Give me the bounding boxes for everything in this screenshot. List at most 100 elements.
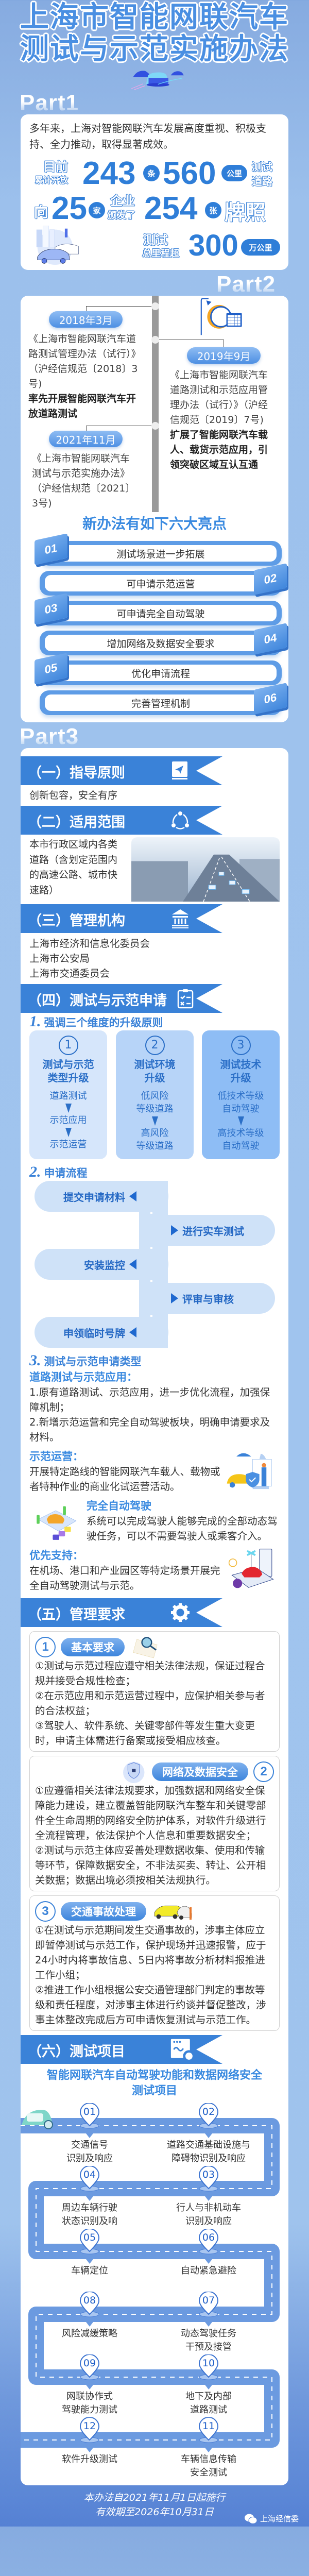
test-item-number: 01 [83, 2106, 96, 2117]
type-text: 1.原有道路测试、示范应用，进一步优化流程，加强保障机制； 2.新增示范运营和完… [29, 1386, 270, 1443]
section-title: （一）指导原则 [28, 765, 125, 781]
test-item-number: 02 [202, 2106, 215, 2117]
requirement-header: 3 交通事故处理 [35, 1900, 274, 1923]
subheading-types: 3.测试与示范申请类型 [21, 1352, 288, 1369]
section-guiding-principles: （一）指导原则 [21, 756, 222, 785]
column-number: 3 [231, 1036, 251, 1055]
arrow-down-icon [151, 1116, 158, 1126]
map-pin-icon: 06 [198, 2228, 219, 2255]
authorities-list: 上海市经济和信息化委员会 上海市公安局 上海市交通委员会 [21, 933, 288, 984]
requirement-item: 1 基本要求 ①测试与示范过程应遵守相关法律法规，保证过程合规并接受合规性检查；… [29, 1631, 280, 1752]
arrow-down-icon [65, 1128, 72, 1137]
map-pin-icon: 05 [79, 2228, 100, 2255]
process-step-label: 进行实车测试 [182, 1225, 244, 1238]
requirement-title: 基本要求 [61, 1638, 125, 1656]
column-title: 测试与示范 类型升级 [42, 1058, 94, 1084]
column-step: 低风险 等级道路 [136, 1091, 174, 1114]
magnifier-document-icon [133, 1637, 158, 1658]
test-item-label: 行人与非机动车 识别及响应 [176, 2202, 241, 2227]
requirement-number: 2 [253, 1761, 274, 1782]
highlight-text: 完善管理机制 [45, 694, 277, 711]
pointer-icon [86, 2448, 93, 2452]
highlight-number: 06 [254, 683, 287, 715]
test-item-number: 09 [83, 2358, 96, 2369]
subheading-upgrade-principles: 1.强调三个维度的升级原则 [21, 1013, 288, 1030]
wechat-account-name: 上海经信委 [260, 2514, 299, 2523]
process-step-label: 安装监控 [84, 1259, 125, 1272]
pointer-icon [205, 2322, 212, 2327]
column-step: 示范应用 [49, 1115, 87, 1126]
part1-card: 多年来，上海对智能网联汽车发展高度重视、积极支持、全力推动，取得显著成效。 目前… [21, 114, 288, 270]
test-item-number: 05 [83, 2232, 96, 2243]
monitor-settings-icon [170, 2039, 195, 2062]
type-content: 完全自动驾驶 系统可以完成驾驶人能够完成的全部动态驾驶任务，可以不需要驾驶人或乘… [87, 1498, 280, 1544]
traffic-accident-illustration [154, 1905, 192, 1920]
stat-roads-count: 243 [82, 156, 136, 191]
hero: 上海市智能网联汽车 测试与示范实施办法 [0, 0, 309, 92]
type-content: 示范运营： 开展特定路线的智能网联汽车载人、载物或者特种作业的商业化试运营活动。 [29, 1449, 222, 1494]
map-pin-icon: 02 [198, 2103, 219, 2129]
column-step: 道路测试 [49, 1091, 87, 1101]
stat-licenses-mid2: 颁发了 [108, 210, 135, 221]
test-item-number: 04 [83, 2169, 96, 2180]
timeline-dot [151, 422, 159, 430]
process-step-5: 申领临时号牌 [35, 1317, 168, 1348]
timeline-date-badge: 2018年3月 [49, 311, 123, 328]
test-item-label: 网联协作式 驾驶能力测试 [62, 2391, 117, 2415]
test-item-label: 车辆定位 [71, 2265, 108, 2276]
map-pin-icon: 04 [79, 2165, 100, 2192]
gear-icon [171, 1603, 190, 1622]
pointer-icon [205, 2259, 212, 2264]
stat-mileage-value: 300 [188, 229, 238, 262]
arrow-left-icon [129, 1259, 136, 1269]
section-title: （五）管理要求 [28, 1607, 125, 1623]
type-title: 优先支持： [29, 1549, 83, 1562]
test-item-label: 车辆信息传输 安全测试 [181, 2454, 236, 2478]
process-step-4: 评审与审核 [139, 1283, 275, 1314]
requirement-text: ①测试与示范过程应遵守相关法律法规，保证过程合规并接受合规性检查； ②在示范应用… [35, 1660, 265, 1747]
map-pin-icon: 01 [79, 2103, 100, 2129]
section-title: （三）管理机构 [28, 913, 125, 929]
process-step-2: 进行实车测试 [139, 1215, 275, 1246]
section-title: （四）测试与示范申请 [28, 993, 167, 1009]
timeline-dot [151, 302, 159, 310]
part1-intro: 多年来，上海对智能网联汽车发展高度重视、积极支持、全力推动，取得显著成效。 [29, 122, 266, 150]
subheading-text: 申请流程 [44, 1167, 88, 1179]
process-step-label: 评审与审核 [182, 1293, 234, 1306]
stat-companies: 25 [52, 191, 87, 226]
type-full-autonomy: 完全自动驾驶 系统可以完成驾驶人能够完成的全部动态驾驶任务，可以不需要驾驶人或乘… [21, 1498, 288, 1544]
timeline-connector [86, 306, 153, 311]
test-item-number: 12 [83, 2420, 96, 2432]
type-priority-support: 优先支持： 在机场、港口和产业园区等特定场景开展完全自动驾驶测试与示范。 [21, 1548, 288, 1593]
stat-licenses-pre: 向 [34, 204, 49, 221]
test-item-number: 08 [83, 2295, 96, 2306]
stat-roads-length: 560 [163, 156, 216, 191]
pointer-icon [86, 2385, 93, 2389]
type-text: 开展特定路线的智能网联汽车载人、载物或者特种作业的商业化试运营活动。 [29, 1466, 220, 1493]
highlight-text: 优化申请流程 [45, 665, 277, 681]
timeline-connector [86, 426, 153, 431]
timeline-date-badge: 2021年11月 [49, 431, 123, 447]
test-item-label: 软件升级测试 [62, 2454, 117, 2465]
stat-roads-suffix2: 道路 [252, 175, 272, 188]
process-step-1: 提交申请材料 [35, 1181, 168, 1212]
highlights-title: 新办法有如下六大亮点 [82, 515, 227, 532]
arrow-down-icon [237, 1116, 244, 1126]
map-pin-icon: 12 [79, 2417, 100, 2443]
pointer-icon [86, 2259, 93, 2264]
timeline-highlight: 率先开展智能网联汽车开放道路测试 [28, 393, 136, 419]
type-title: 道路测试与示范应用： [29, 1371, 138, 1383]
stat-licenses-mid1: 企业 [110, 194, 135, 208]
section-title: （二）适用范围 [28, 815, 125, 831]
type-title: 完全自动驾驶 [87, 1500, 151, 1512]
part3-card: （一）指导原则 创新包容，安全有序 （二）适用范围 本市行政区域内各类道路（含划… [21, 748, 288, 2485]
test-item-number: 07 [202, 2295, 215, 2306]
test-item-label: 周边车辆行驶 状态识别及响 [62, 2202, 117, 2227]
pointer-icon [86, 2322, 93, 2327]
requirement-text: ①应遵循相关法律法规要求，加强数据和网络安全保障能力建设，建立覆盖智能网联汽车整… [35, 1785, 266, 1886]
